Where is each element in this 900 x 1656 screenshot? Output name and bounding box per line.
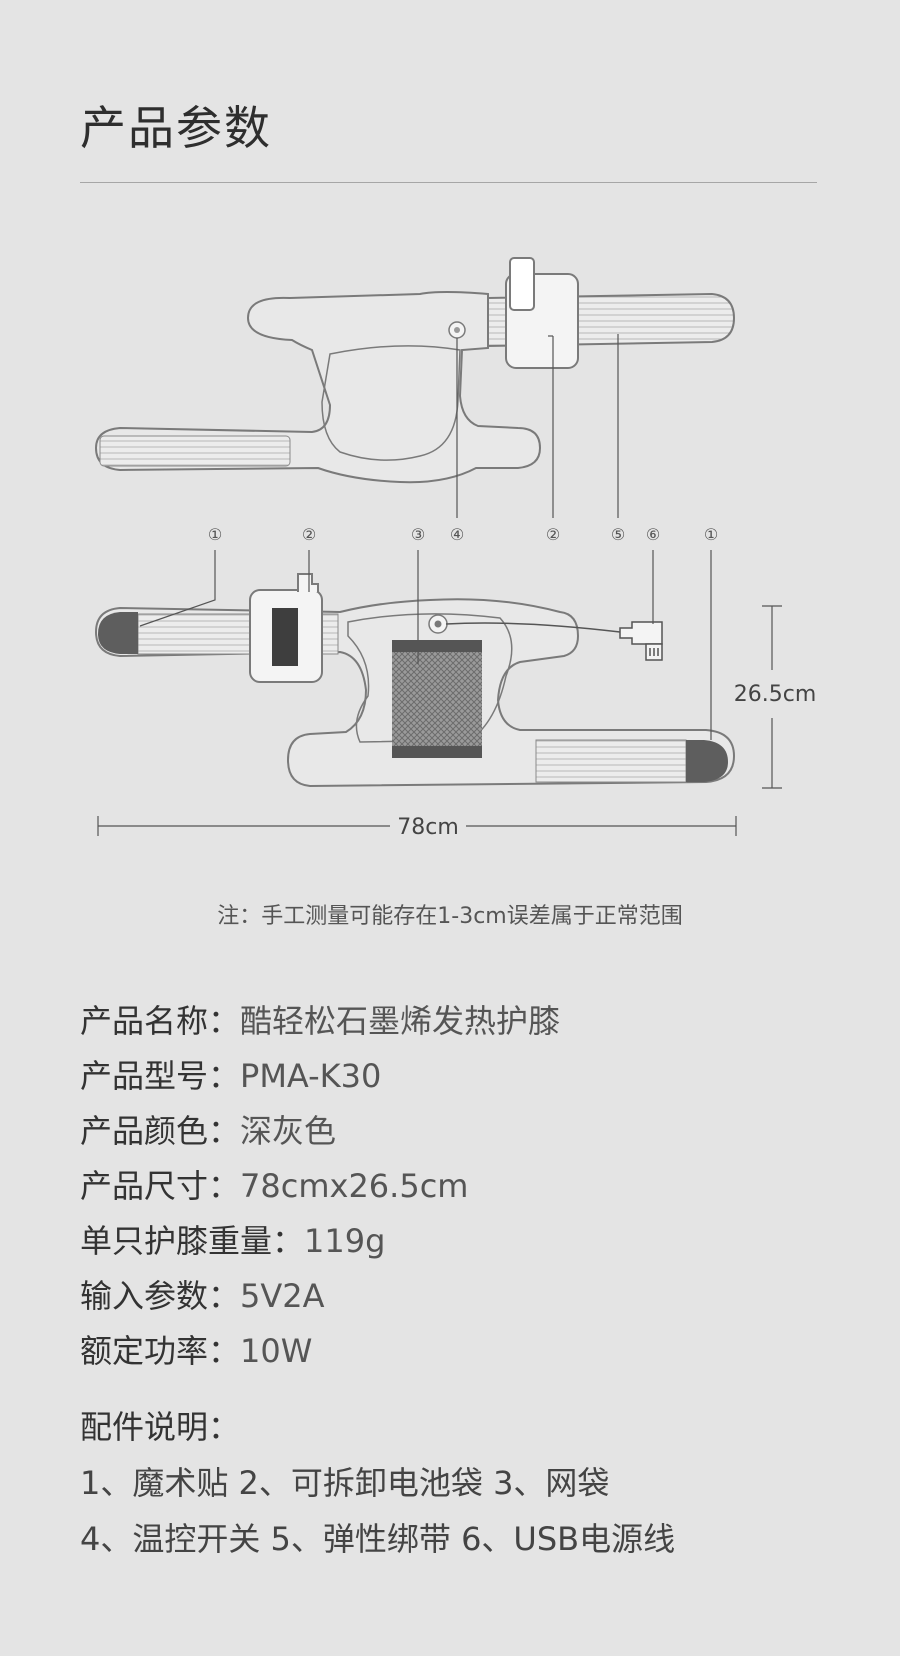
dimension-lines xyxy=(97,605,782,836)
accessories-line-1: 1、魔术贴 2、可拆卸电池袋 3、网袋 xyxy=(80,1464,610,1502)
callout-2-left: ② xyxy=(302,525,316,544)
bottom-leader-lines xyxy=(139,550,712,740)
spec-value: 119g xyxy=(304,1222,386,1260)
callout-1-right: ① xyxy=(704,525,718,544)
spec-row-color: 产品颜色：深灰色 xyxy=(80,1106,336,1152)
measurement-note: 注：手工测量可能存在1-3cm误差属于正常范围 xyxy=(217,904,683,929)
spec-label: 产品名称： xyxy=(80,1002,241,1040)
product-diagram: ① ② ③ ④ ② ⑤ ⑥ ① xyxy=(94,257,817,840)
spec-label: 产品颜色： xyxy=(80,1112,241,1150)
spec-value: 78cmx26.5cm xyxy=(240,1167,469,1205)
callout-6: ⑥ xyxy=(646,525,660,544)
spec-label: 额定功率： xyxy=(80,1332,241,1370)
spec-row-size: 产品尺寸：78cmx26.5cm xyxy=(80,1161,468,1207)
spec-value: 10W xyxy=(240,1332,313,1370)
spec-row-name: 产品名称：酷轻松石墨烯发热护膝 xyxy=(80,996,560,1042)
callout-3: ③ xyxy=(411,525,425,544)
top-leader-lines xyxy=(456,334,619,518)
spec-value: PMA-K30 xyxy=(240,1057,382,1095)
width-dimension-label: 78cm xyxy=(397,815,459,840)
accessories-title: 配件说明： xyxy=(80,1408,241,1446)
spec-label: 输入参数： xyxy=(80,1277,241,1315)
spec-label: 产品型号： xyxy=(80,1057,241,1095)
spec-label: 产品尺寸： xyxy=(80,1167,241,1205)
spec-value: 酷轻松石墨烯发热护膝 xyxy=(240,1002,561,1040)
callout-2-right: ② xyxy=(546,525,560,544)
callout-4: ④ xyxy=(450,525,464,544)
accessories-line-2: 4、温控开关 5、弹性绑带 6、USB电源线 xyxy=(80,1520,676,1558)
knee-pad-bottom-view xyxy=(94,573,736,788)
spec-value: 5V2A xyxy=(240,1277,325,1315)
spec-row-input: 输入参数：5V2A xyxy=(80,1271,325,1317)
callout-5: ⑤ xyxy=(611,525,625,544)
callout-1-left: ① xyxy=(208,525,222,544)
divider xyxy=(80,182,817,183)
spec-label: 单只护膝重量： xyxy=(80,1222,305,1260)
spec-value: 深灰色 xyxy=(240,1112,337,1150)
height-dimension-label: 26.5cm xyxy=(734,682,817,707)
knee-pad-top-view xyxy=(94,257,736,484)
spec-row-power: 额定功率：10W xyxy=(80,1326,312,1372)
spec-row-weight: 单只护膝重量：119g xyxy=(80,1216,385,1262)
spec-row-model: 产品型号：PMA-K30 xyxy=(80,1051,381,1097)
page-title: 产品参数 xyxy=(80,101,272,155)
